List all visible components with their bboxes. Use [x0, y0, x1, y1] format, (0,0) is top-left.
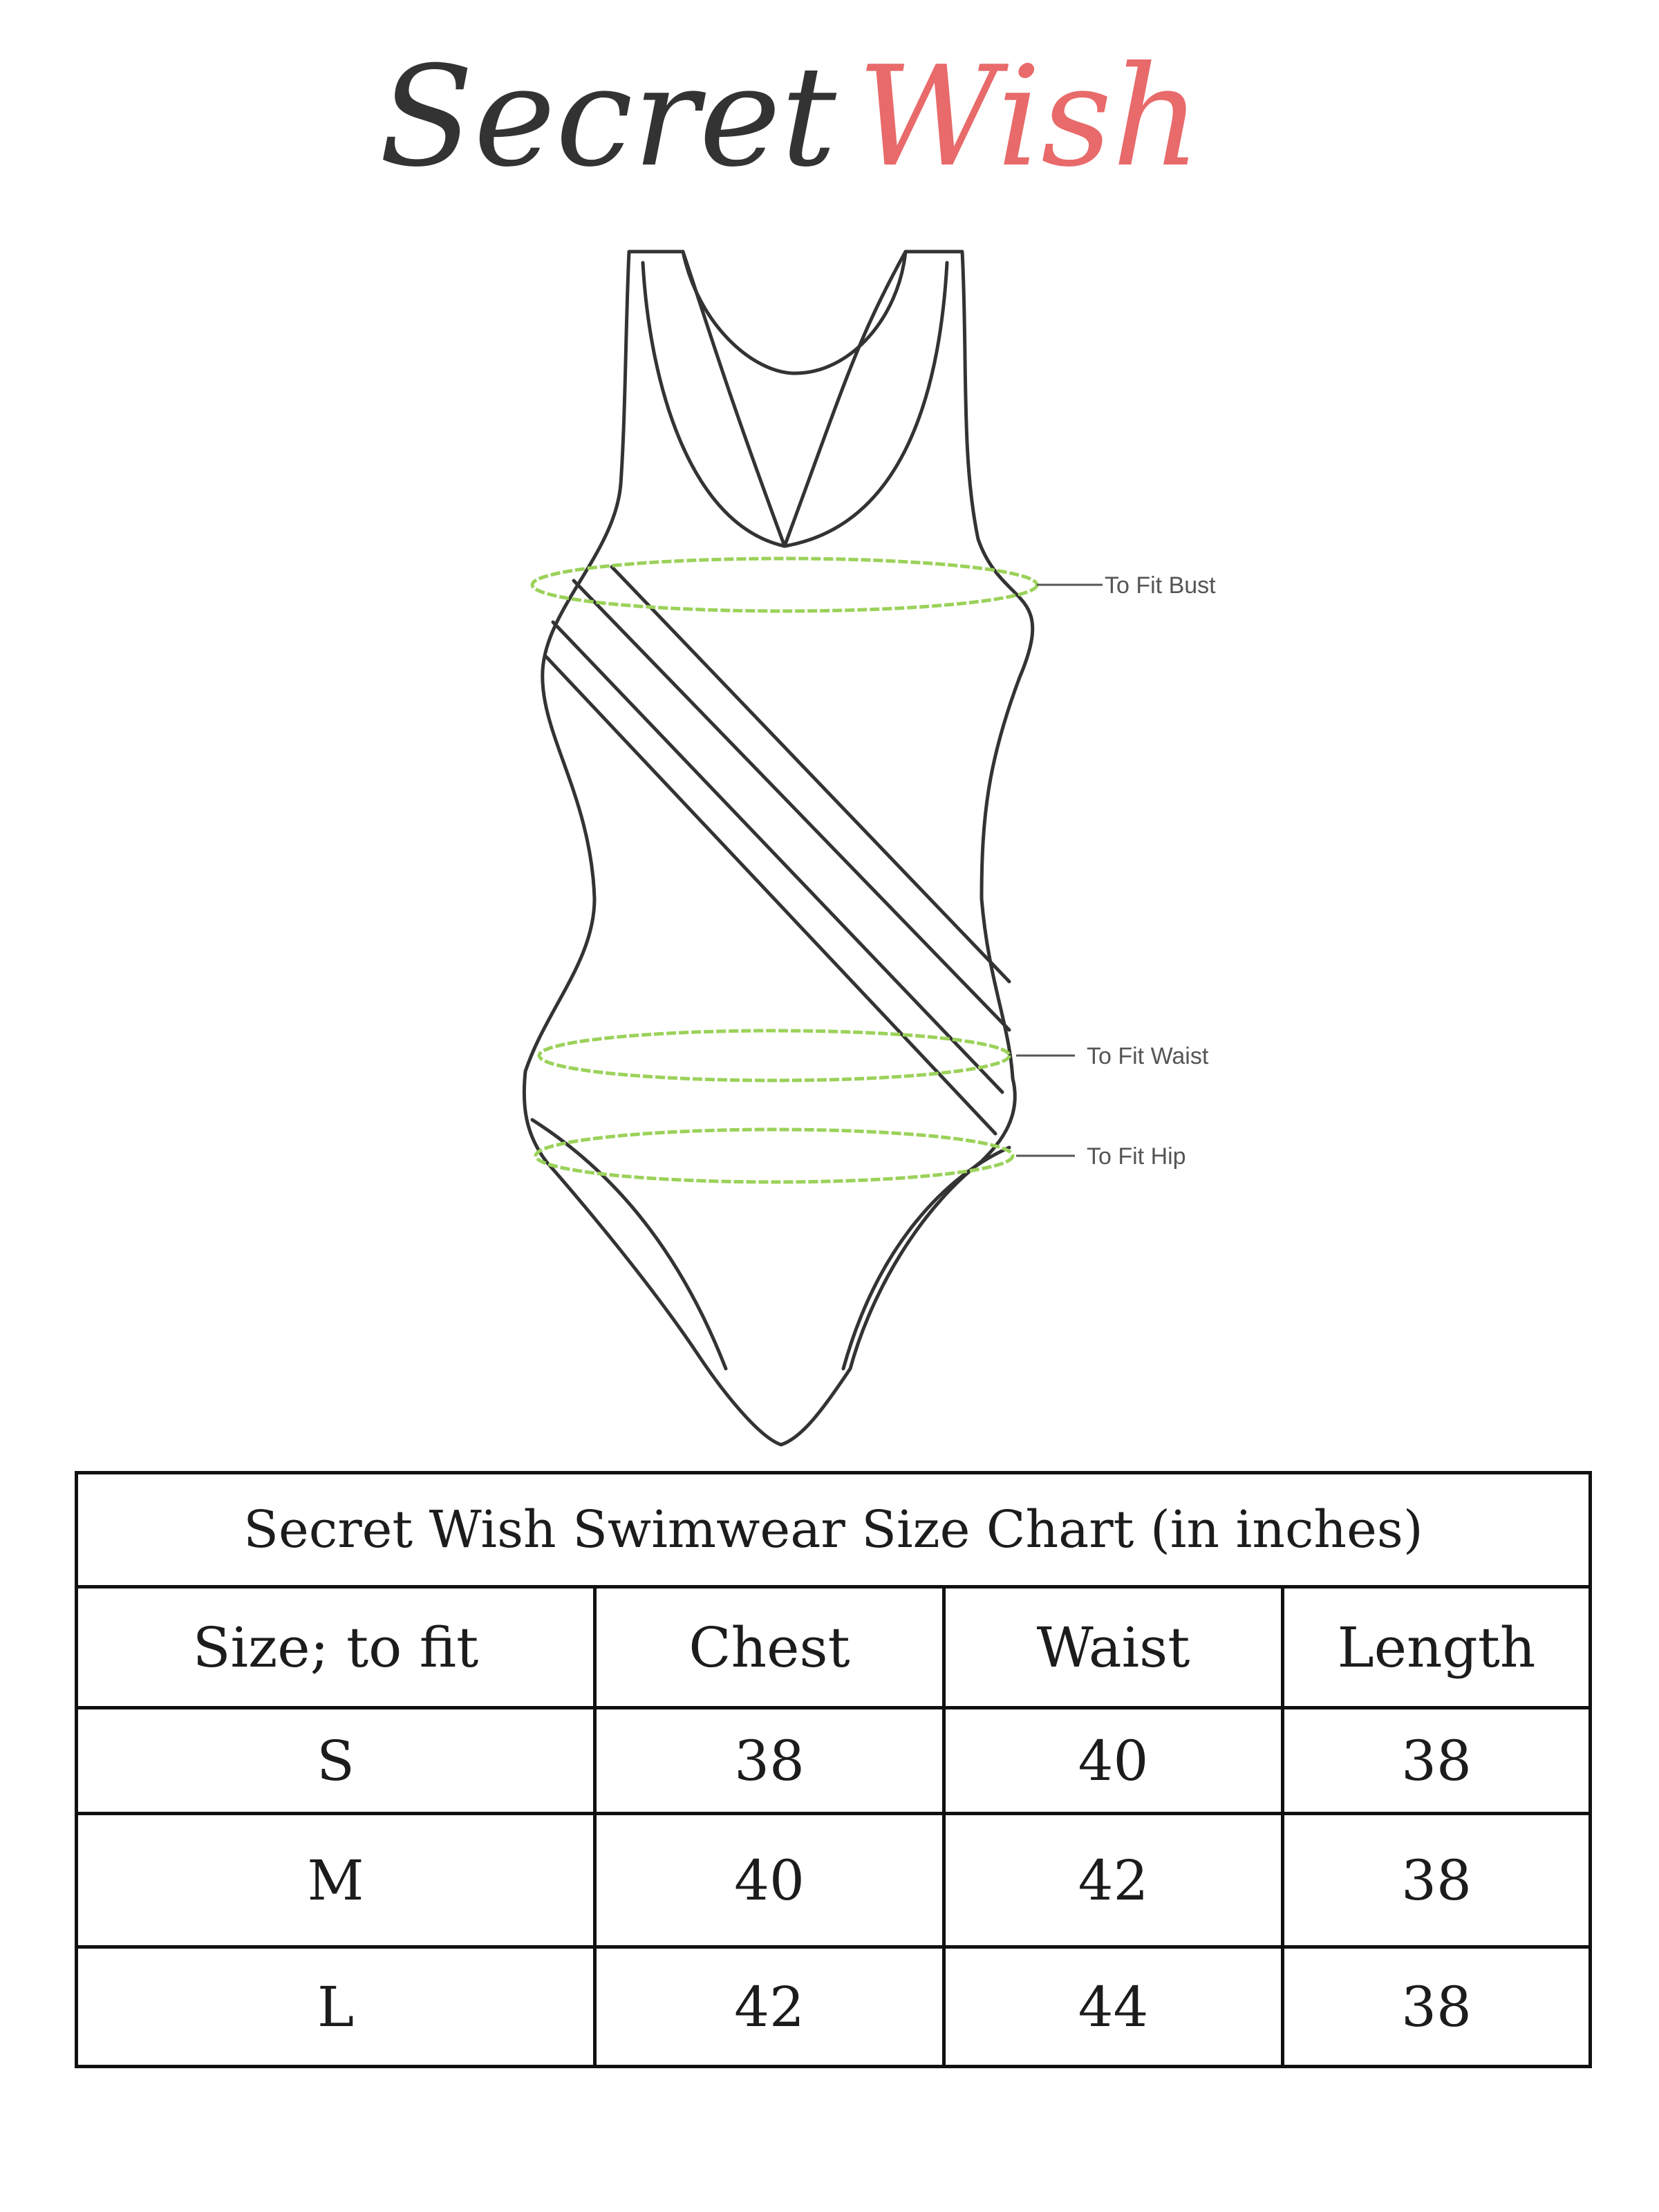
bust-measure-ring: [530, 556, 1039, 613]
cell-length: 38: [1280, 1812, 1593, 1949]
cell-chest: 42: [593, 1945, 946, 2068]
table-title: Secret Wish Swimwear Size Chart (in inch…: [74, 1471, 1593, 1588]
cell-waist: 44: [942, 1945, 1284, 2068]
hip-measure-ring: [534, 1127, 1015, 1184]
cell-length: 38: [1280, 1945, 1593, 2068]
table-row: M 40 42 38: [75, 1812, 1593, 1949]
leader-lines: [1016, 583, 1103, 1157]
logo-word-secret: Secret: [379, 37, 836, 198]
measure-lines: [530, 556, 1039, 1184]
label-to-fit-bust: To Fit Bust: [1105, 572, 1216, 599]
cell-chest: 40: [593, 1812, 946, 1949]
cell-size: L: [75, 1945, 597, 2068]
header-waist: Waist: [942, 1585, 1284, 1709]
table-header-row: Size; to fit Chest Waist Length: [75, 1585, 1593, 1709]
table-title-row: Secret Wish Swimwear Size Chart (in inch…: [74, 1471, 1593, 1588]
swimsuit-outline: [522, 250, 1035, 1447]
cell-waist: 42: [942, 1812, 1284, 1949]
table-row: L 42 44 38: [75, 1945, 1593, 2068]
logo-word-wish: Wish: [857, 37, 1201, 198]
waist-measure-ring: [537, 1029, 1011, 1082]
cell-length: 38: [1280, 1706, 1593, 1815]
header-chest: Chest: [593, 1585, 946, 1709]
cell-size: S: [75, 1706, 597, 1815]
size-chart-table: Secret Wish Swimwear Size Chart (in inch…: [74, 1471, 1593, 2068]
cell-size: M: [75, 1812, 597, 1949]
label-to-fit-hip: To Fit Hip: [1087, 1143, 1186, 1170]
cell-chest: 38: [593, 1706, 946, 1815]
brand-logo: Secret Wish: [0, 21, 1659, 200]
header-length: Length: [1280, 1585, 1593, 1709]
table-row: S 38 40 38: [75, 1706, 1593, 1815]
header-size: Size; to fit: [75, 1585, 597, 1709]
label-to-fit-waist: To Fit Waist: [1087, 1043, 1209, 1069]
cell-waist: 40: [942, 1706, 1284, 1815]
swimsuit-diagram: To Fit Bust To Fit Waist To Fit Hip: [0, 235, 1659, 1459]
